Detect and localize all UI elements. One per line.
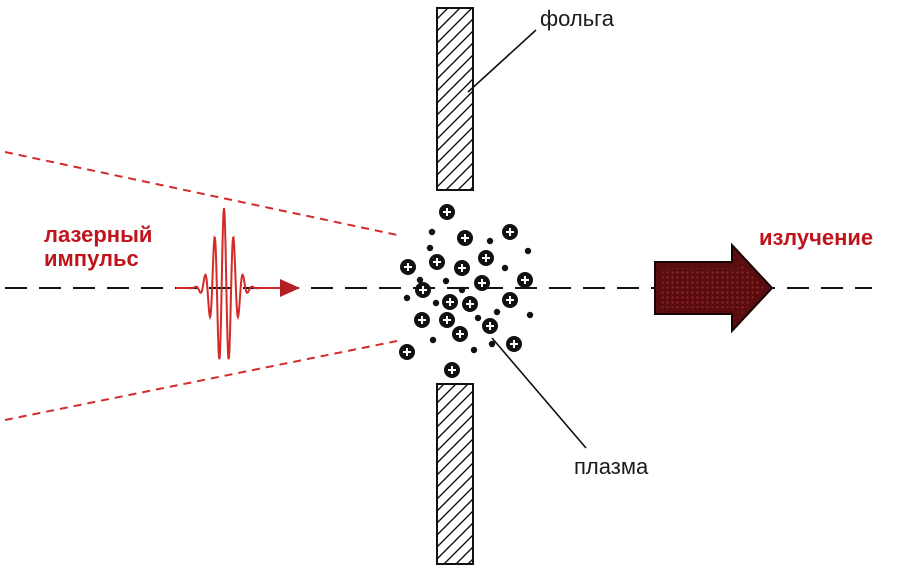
plasma-electron xyxy=(403,294,411,302)
pulse-direction-arrowhead xyxy=(280,279,300,297)
particle-plus-mark xyxy=(443,208,451,216)
particle-plus-mark xyxy=(404,263,412,271)
radiation-arrow-texture xyxy=(662,258,764,318)
particle-plus-mark xyxy=(466,300,474,308)
plasma-electron xyxy=(526,311,534,319)
plasma-electron xyxy=(426,244,434,252)
particle-plus-mark xyxy=(448,366,456,374)
plasma-electron xyxy=(432,299,440,307)
plasma-electron xyxy=(474,314,482,322)
laser-pulse-label-line2: импульс xyxy=(44,246,139,271)
foil-leader-line xyxy=(467,29,537,93)
plasma-leader-line xyxy=(491,337,587,449)
plasma-electron xyxy=(428,228,436,236)
particle-plus-mark xyxy=(458,264,466,272)
radiation-label: излучение xyxy=(759,225,874,250)
plasma-cloud xyxy=(399,204,534,378)
particle-plus-mark xyxy=(521,276,529,284)
particle-plus-mark xyxy=(482,254,490,262)
foil-lower xyxy=(436,383,474,565)
particle-plus-mark xyxy=(446,298,454,306)
plasma-electron xyxy=(416,276,424,284)
particle-plus-mark xyxy=(456,330,464,338)
beam-lower-edge xyxy=(4,339,403,421)
particle-plus-mark xyxy=(506,228,514,236)
beam-upper-edge xyxy=(4,151,403,237)
particle-plus-mark xyxy=(461,234,469,242)
plasma-label: плазма xyxy=(574,454,649,479)
particle-plus-mark xyxy=(486,322,494,330)
particle-plus-mark xyxy=(403,348,411,356)
plasma-electron xyxy=(458,286,466,294)
plasma-electron xyxy=(501,264,509,272)
particle-plus-mark xyxy=(418,316,426,324)
particle-plus-mark xyxy=(478,279,486,287)
particle-plus-mark xyxy=(419,286,427,294)
plasma-electron xyxy=(470,346,478,354)
laser-pulse-label-line1: лазерный xyxy=(44,222,153,247)
particle-plus-mark xyxy=(510,340,518,348)
foil-upper xyxy=(436,7,474,191)
plasma-electron xyxy=(493,308,501,316)
plasma-electron xyxy=(524,247,532,255)
plasma-electron xyxy=(488,340,496,348)
laser-pulse-wave xyxy=(176,207,282,360)
particle-plus-mark xyxy=(506,296,514,304)
particle-plus-mark xyxy=(443,316,451,324)
plasma-electron xyxy=(442,277,450,285)
foil-label: фольга xyxy=(540,6,614,31)
plasma-electron xyxy=(429,336,437,344)
particle-plus-mark xyxy=(433,258,441,266)
plasma-electron xyxy=(486,237,494,245)
